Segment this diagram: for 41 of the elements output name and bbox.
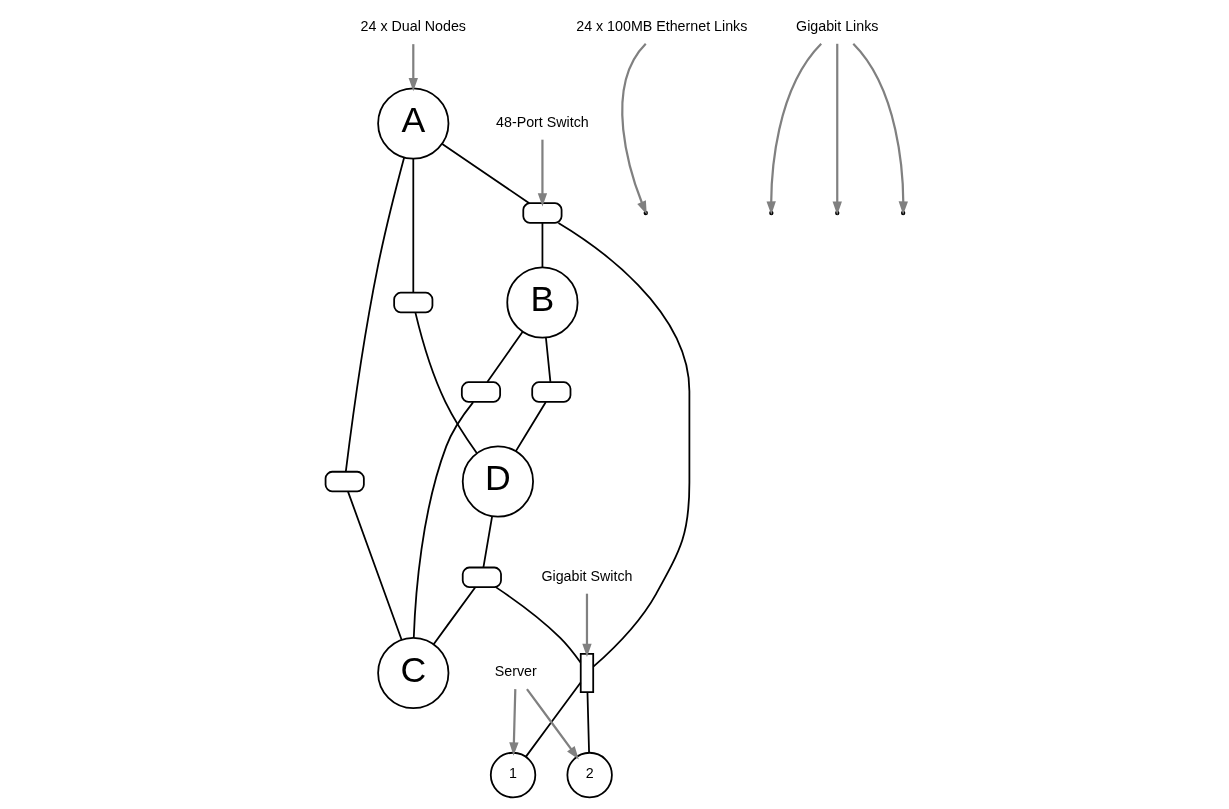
connector bbox=[432, 586, 476, 645]
node-text: Gigabit Links bbox=[795, 18, 878, 35]
connector bbox=[344, 156, 405, 473]
node-circle: 1 bbox=[489, 751, 536, 799]
connector bbox=[514, 401, 547, 452]
connector bbox=[440, 143, 530, 205]
connector bbox=[541, 222, 543, 268]
node-box bbox=[324, 470, 365, 493]
arrow bbox=[525, 688, 579, 760]
arrow bbox=[537, 139, 547, 207]
arrow bbox=[581, 593, 592, 658]
arrow bbox=[851, 43, 908, 215]
arrow bbox=[408, 44, 418, 92]
connector bbox=[494, 586, 581, 664]
node-text: Server bbox=[494, 663, 537, 680]
connector bbox=[482, 515, 493, 568]
connector bbox=[586, 691, 590, 754]
connector bbox=[411, 158, 414, 294]
node-circle: D bbox=[461, 445, 534, 518]
node-circle: A bbox=[376, 87, 449, 160]
node-box bbox=[530, 381, 571, 403]
node-text: 24 x 100MB Ethernet Links bbox=[575, 18, 747, 35]
node-box bbox=[460, 381, 501, 403]
node-box bbox=[392, 291, 433, 314]
connector bbox=[412, 401, 474, 639]
node-box bbox=[579, 653, 594, 694]
connector bbox=[485, 330, 524, 383]
connector bbox=[544, 336, 551, 383]
node-text: 24 x Dual Nodes bbox=[360, 18, 466, 35]
node-circle: B bbox=[505, 266, 578, 339]
node-box bbox=[461, 566, 502, 588]
node-text: Gigabit Switch bbox=[540, 567, 633, 584]
connector bbox=[557, 222, 690, 668]
node-circle: 2 bbox=[566, 751, 613, 799]
connector bbox=[524, 681, 582, 758]
node-box bbox=[521, 202, 562, 224]
arrow bbox=[508, 689, 519, 756]
connector bbox=[346, 490, 402, 641]
node-circle: C bbox=[376, 636, 449, 710]
connector bbox=[413, 311, 478, 454]
node-text: 48-Port Switch bbox=[495, 113, 589, 130]
